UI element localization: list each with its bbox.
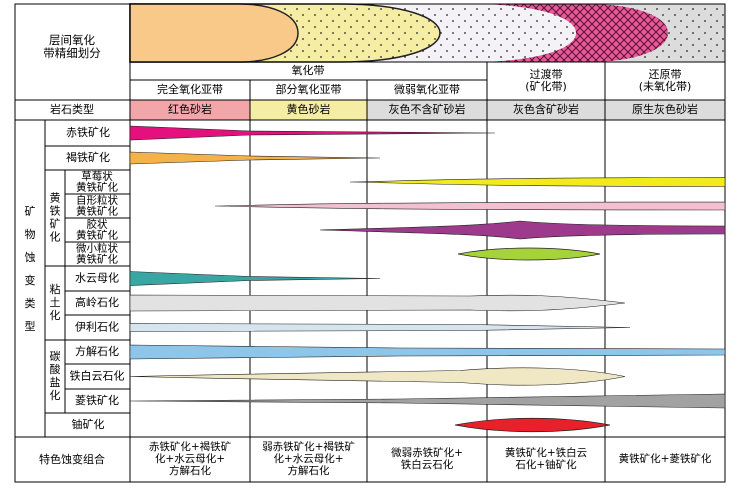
row-label: 褐铁矿化 [66,150,110,164]
illite-lens [129,323,631,332]
row-label: 方解石化 [75,344,119,358]
rock-type-value: 黄色砂岩 [287,102,331,116]
assemblage-value: 黄铁矿化+菱铁矿化 [619,452,712,465]
euhedral-pyrite-band [214,201,726,211]
row-label: 铀矿化 [72,417,105,431]
assemblage-label: 特色蚀变组合 [39,452,105,466]
group-label-char: 化 [50,388,61,402]
subzone-label: 完全氧化亚带 [157,82,223,96]
ankerite-lens [129,367,626,386]
row-label: 水云母化 [75,271,119,285]
group-label-char: 化 [50,230,61,244]
rock-type-cell [250,100,367,120]
rock-type-value: 灰色含矿砂岩 [513,102,579,116]
assemblage-value: 石化+铀矿化 [515,458,577,471]
group-label-char: 酸 [50,362,61,376]
assemblage-value: 微弱赤铁矿化+ [391,446,463,459]
group-label-char: 碳 [50,349,61,363]
row-label: 黄铁矿化 [76,181,118,194]
subzone-label: 微弱氧化亚带 [394,82,460,96]
rock-type-cell [487,100,605,120]
zoning-band [129,3,725,63]
alteration-type-char: 类 [25,296,36,310]
row-label: 黄铁矿化 [76,253,118,266]
row-dividers [45,145,130,414]
rock-type-value: 原生灰色砂岩 [632,102,698,116]
group-label-char: 矿 [50,218,61,231]
row-label: 黄铁矿化 [76,229,118,242]
rock-type-cell [605,100,725,120]
fine-pyrite-lens [457,247,601,261]
group-label-char: 粘 [50,282,61,296]
alteration-type-char: 型 [25,319,36,333]
rock-type-value: 灰色不含矿砂岩 [389,102,466,116]
group-label-char: 化 [50,308,61,322]
assemblage-value: 方解石化 [169,464,211,477]
group-label-char: 铁 [50,205,61,218]
zoning-label: 层间氧化 [49,33,95,47]
calcite-lens [129,344,726,360]
kaolinite-lens [129,294,626,312]
hematite-lens [129,125,496,141]
colloidal-pyrite-band [319,220,726,240]
assemblage-value: 赤铁矿化+褐铁矿 [149,440,231,453]
row-label: 微小粒状 [76,242,118,255]
assemblage-value: 方解石化 [288,464,330,477]
row-label: 黄铁矿化 [76,205,118,218]
assemblage-value: 化+水云母化+ [155,452,225,465]
reduction-zone-label: (未氧化带) [639,79,692,93]
rock-type-cells [130,100,725,120]
alteration-lenses [129,125,726,433]
limonite-lens [129,151,381,165]
row-label: 伊利石化 [75,320,119,334]
rock-type-label: 岩石类型 [50,102,94,116]
zone-orange [129,3,299,63]
row-label: 铁白云石化 [70,369,125,383]
alteration-type-char: 蚀 [25,250,36,264]
row-label: 草莓状 [81,170,113,183]
rock-type-cell [367,100,487,120]
zoning-label: 带精细划分 [43,46,101,60]
assemblage-value: 化+水云母化+ [273,452,343,465]
hydromica-lens [129,271,381,286]
row-label: 自形粒状 [76,194,118,207]
row-label: 赤铁矿化 [66,125,110,139]
alteration-type-char: 变 [25,273,36,287]
assemblage-value: 黄铁矿化+铁白云 [505,446,587,459]
row-label: 胶状 [87,218,108,231]
assemblage-value: 铁白云石化 [401,458,454,471]
alteration-type-char: 矿 [25,205,36,218]
alteration-type-char: 物 [25,227,36,241]
rock-type-cell [130,100,250,120]
group-label-char: 黄 [50,191,61,205]
siderite-lens [129,393,726,409]
assemblage-value: 弱赤铁矿化+褐铁矿 [262,440,355,453]
strawberry-pyrite-band [349,177,726,187]
rock-type-value: 红色砂岩 [168,102,212,116]
row-label: 菱铁矿化 [75,393,119,407]
table-grid [14,3,726,483]
transition-zone-label: 过渡带 [530,67,563,81]
transition-zone-label: (矿化带) [525,79,567,93]
uranium-lens [454,417,611,433]
reduction-zone-label: 还原带 [649,68,682,81]
group-label-char: 土 [50,296,61,309]
group-label-char: 盐 [50,376,61,389]
row-label: 高岭石化 [75,295,119,309]
subzone-label: 部分氧化亚带 [276,82,342,96]
oxidation-zone-label: 氧化带 [292,63,325,77]
